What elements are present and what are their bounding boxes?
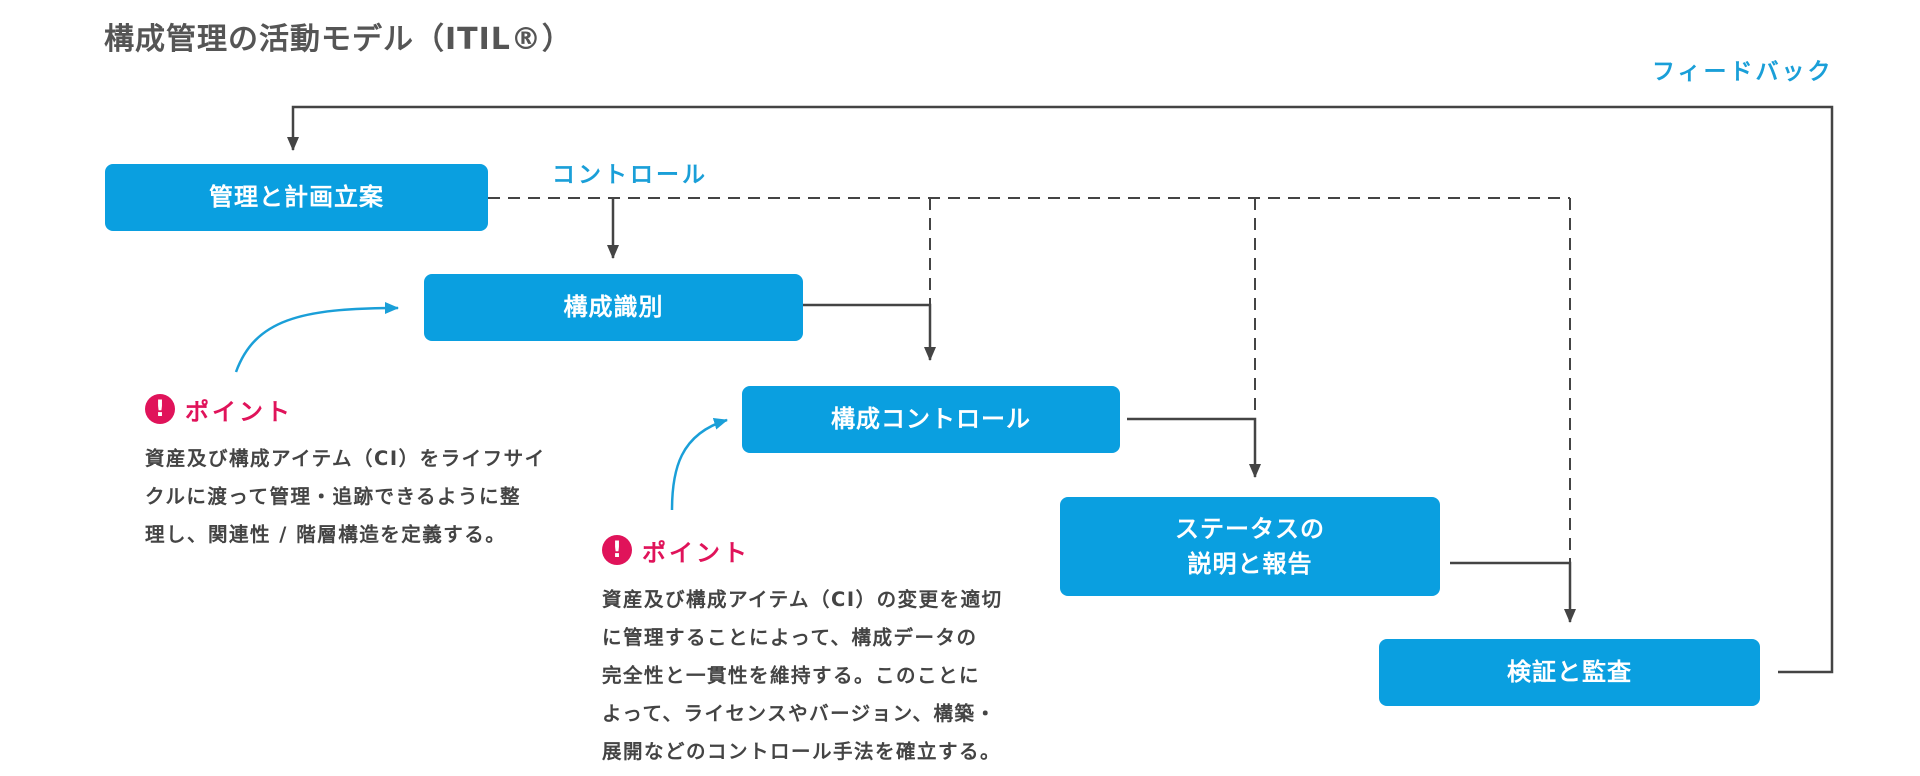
point-description: 資産及び構成アイテム（CI）をライフサイ クルに渡って管理・追跡できるように整 … [145,447,546,546]
control-label: コントロール [552,162,708,188]
box-planning: 管理と計画立案 [105,164,488,231]
box-planning-label: 管理と計画立案 [209,183,384,212]
feedback-line [287,105,1834,674]
box-control: 構成コントロール [742,386,1120,453]
point-header: ! ポイント [145,392,546,426]
box-verification-label: 検証と監査 [1507,658,1632,687]
box-verification: 検証と監査 [1379,639,1760,706]
box-status-label-line2: 説明と報告 [1187,549,1313,578]
point-2-pointer [670,417,728,511]
page-title: 構成管理の活動モデル（ITIL®） [104,22,573,57]
box-identification: 構成識別 [424,274,803,341]
alert-icon: ! [145,394,175,424]
point-label: ポイント [185,397,293,426]
feedback-label: フィードバック [1652,59,1834,85]
box-control-label: 構成コントロール [831,405,1031,434]
point-callout-2: ! ポイント 資産及び構成アイテム（CI）の変更を適切 に管理することによって、… [602,533,1003,771]
box-status-label-line1: ステータスの [1175,514,1325,543]
point-description: 資産及び構成アイテム（CI）の変更を適切 に管理することによって、構成データの … [602,588,1003,763]
arrow-to-status [1127,417,1261,478]
box-status-reporting: ステータスの 説明と報告 [1060,497,1440,596]
point-callout-1: ! ポイント 資産及び構成アイテム（CI）をライフサイ クルに渡って管理・追跡で… [145,392,546,554]
point-header: ! ポイント [602,533,1003,567]
box-identification-label: 構成識別 [563,293,664,322]
arrow-to-verification [1450,561,1576,623]
point-label: ポイント [642,538,750,567]
alert-icon: ! [602,535,632,565]
arrow-to-control [803,303,936,361]
point-1-pointer [234,302,399,373]
